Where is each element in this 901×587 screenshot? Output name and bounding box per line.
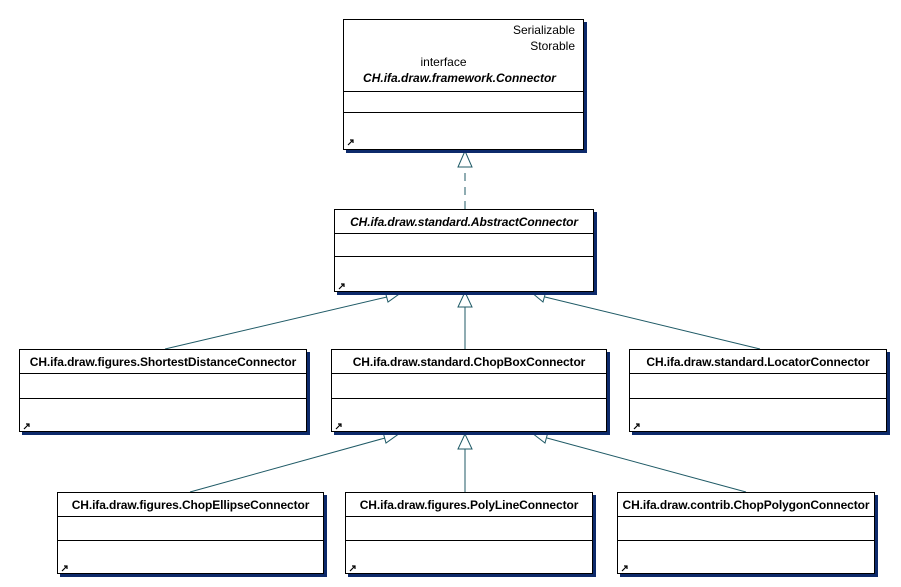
- link-arrow-icon[interactable]: [23, 422, 31, 430]
- class-box-locator-connector[interactable]: CH.ifa.draw.standard.LocatorConnector: [629, 349, 887, 432]
- attributes-compartment: [335, 234, 593, 257]
- link-arrow-icon[interactable]: [349, 564, 357, 572]
- generalization-edge-shortest-to-abstract: [164, 296, 388, 350]
- generalization-arrowhead-polygon: [530, 431, 549, 444]
- class-box-shortest-distance-connector[interactable]: CH.ifa.draw.figures.ShortestDistanceConn…: [19, 349, 307, 432]
- operations-compartment: [630, 399, 886, 431]
- link-arrow-icon[interactable]: [347, 138, 355, 146]
- operations-compartment: [618, 541, 874, 573]
- stereotype-label: Storable: [530, 39, 575, 53]
- class-name: CH.ifa.draw.standard.ChopBoxConnector: [352, 354, 586, 369]
- attributes-compartment: [58, 517, 323, 541]
- attributes-compartment: [346, 517, 592, 541]
- class-header: CH.ifa.draw.standard.ChopBoxConnector: [332, 350, 606, 374]
- class-header: CH.ifa.draw.figures.PolyLineConnector: [346, 493, 592, 517]
- generalization-arrowhead-shortest: [384, 290, 404, 303]
- class-box-chop-polygon-connector[interactable]: CH.ifa.draw.contrib.ChopPolygonConnector: [617, 492, 875, 574]
- attributes-compartment: [344, 92, 583, 113]
- class-header: Serializable Storable interface CH.ifa.d…: [344, 20, 583, 92]
- class-name: CH.ifa.draw.figures.PolyLineConnector: [359, 497, 579, 512]
- generalization-arrowhead-polyline: [457, 432, 473, 450]
- class-name: CH.ifa.draw.framework.Connector: [363, 71, 556, 85]
- class-box-polyline-connector[interactable]: CH.ifa.draw.figures.PolyLineConnector: [345, 492, 593, 574]
- operations-compartment: [344, 113, 583, 147]
- class-name: CH.ifa.draw.standard.AbstractConnector: [350, 214, 578, 229]
- link-arrow-icon[interactable]: [633, 422, 641, 430]
- link-arrow-icon[interactable]: [338, 282, 346, 290]
- operations-compartment: [20, 399, 306, 431]
- class-box-chopbox-connector[interactable]: CH.ifa.draw.standard.ChopBoxConnector: [331, 349, 607, 432]
- generalization-arrowhead-chopbox: [457, 290, 473, 308]
- class-header: CH.ifa.draw.standard.AbstractConnector: [335, 210, 593, 234]
- link-arrow-icon[interactable]: [335, 422, 343, 430]
- attributes-compartment: [630, 374, 886, 399]
- class-box-abstract-connector[interactable]: CH.ifa.draw.standard.AbstractConnector: [334, 209, 594, 292]
- attributes-compartment: [332, 374, 606, 399]
- generalization-edge-polygon-to-chopbox: [546, 437, 747, 493]
- operations-compartment: [335, 257, 593, 291]
- generalization-edge-locator-to-abstract: [544, 296, 761, 350]
- generalization-arrowhead-locator: [529, 290, 547, 303]
- class-name: CH.ifa.draw.figures.ShortestDistanceConn…: [29, 354, 297, 369]
- operations-compartment: [58, 541, 323, 573]
- link-arrow-icon[interactable]: [61, 564, 69, 572]
- generalization-arrowhead-ellipse: [382, 431, 402, 444]
- stereotype-label: Serializable: [512, 23, 575, 37]
- class-box-chop-ellipse-connector[interactable]: CH.ifa.draw.figures.ChopEllipseConnector: [57, 492, 324, 574]
- generalization-edge-ellipse-to-chopbox: [189, 437, 386, 493]
- class-box-connector-interface[interactable]: Serializable Storable interface CH.ifa.d…: [343, 19, 584, 150]
- operations-compartment: [332, 399, 606, 431]
- attributes-compartment: [618, 517, 874, 541]
- class-header: CH.ifa.draw.figures.ChopEllipseConnector: [58, 493, 323, 517]
- class-name: CH.ifa.draw.figures.ChopEllipseConnector: [71, 497, 310, 512]
- link-arrow-icon[interactable]: [621, 564, 629, 572]
- interface-keyword: interface: [420, 55, 467, 69]
- attributes-compartment: [20, 374, 306, 399]
- class-header: CH.ifa.draw.figures.ShortestDistanceConn…: [20, 350, 306, 374]
- class-name: CH.ifa.draw.standard.LocatorConnector: [646, 354, 870, 369]
- class-header: CH.ifa.draw.contrib.ChopPolygonConnector: [618, 493, 874, 517]
- class-header: CH.ifa.draw.standard.LocatorConnector: [630, 350, 886, 374]
- operations-compartment: [346, 541, 592, 573]
- realization-arrowhead: [457, 149, 473, 168]
- class-name: CH.ifa.draw.contrib.ChopPolygonConnector: [622, 497, 870, 512]
